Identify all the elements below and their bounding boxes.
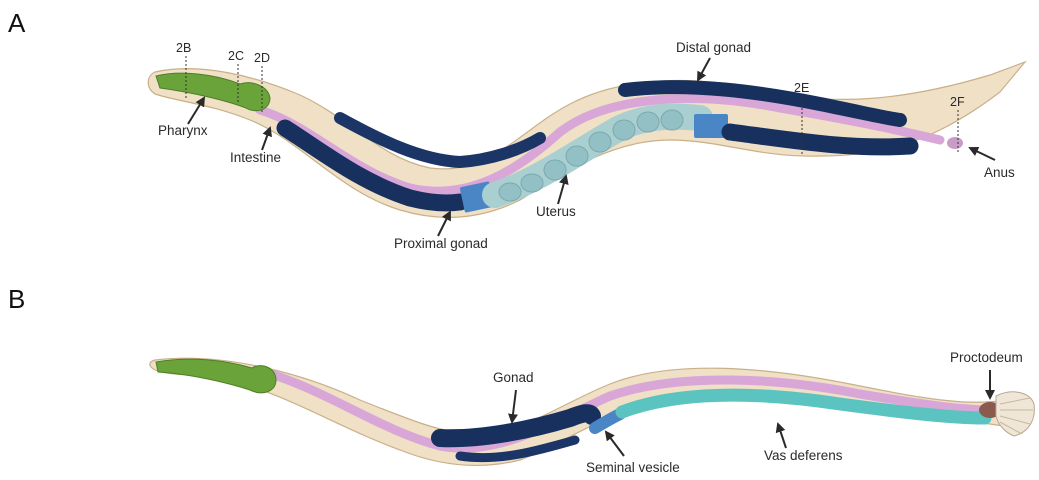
label-seminal-vesicle: Seminal vesicle <box>586 460 680 475</box>
label-proctodeum: Proctodeum <box>950 350 1023 365</box>
label-pharynx: Pharynx <box>158 123 208 138</box>
worm-b-pharynx <box>156 359 276 393</box>
section-mark-2f: 2F <box>950 95 965 109</box>
label-uterus: Uterus <box>536 204 576 219</box>
section-mark-2b: 2B <box>176 41 191 55</box>
label-intestine: Intestine <box>230 150 281 165</box>
worm-a-rectum <box>947 137 963 149</box>
label-vas-deferens: Vas deferens <box>764 448 843 463</box>
label-gonad: Gonad <box>493 370 534 385</box>
section-mark-2c: 2C <box>228 49 244 63</box>
hermaphrodite-worm <box>148 62 1025 217</box>
label-proximal-gonad: Proximal gonad <box>394 236 488 251</box>
male-worm <box>150 358 1035 465</box>
label-anus: Anus <box>984 165 1015 180</box>
section-mark-2d: 2D <box>254 51 270 65</box>
label-distal-gonad: Distal gonad <box>676 40 751 55</box>
section-mark-2e: 2E <box>794 81 809 95</box>
